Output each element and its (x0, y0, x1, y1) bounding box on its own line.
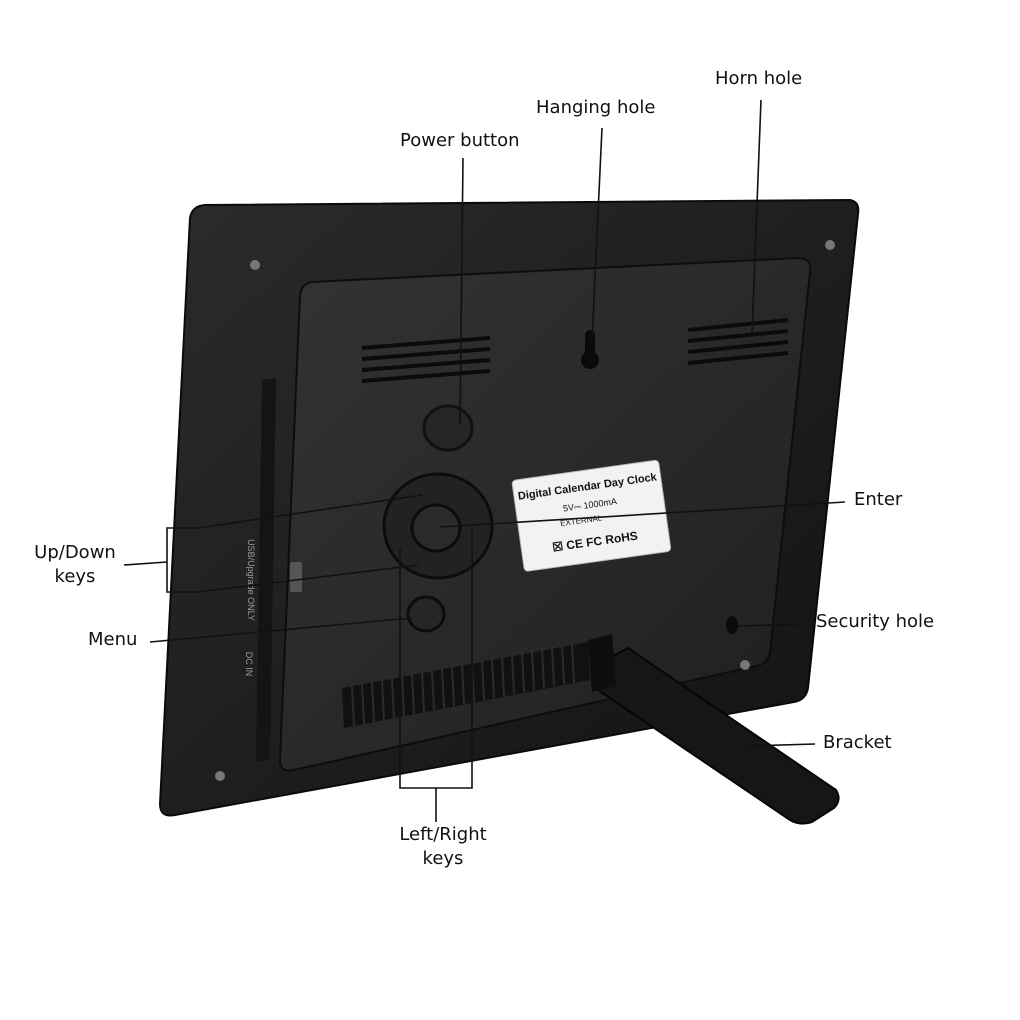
up-down-keys-line1: Up/Down (34, 542, 116, 563)
side-edge (256, 378, 276, 762)
power-button-label: Power button (400, 130, 520, 151)
left-vent (361, 336, 491, 383)
left-right-keys-line1: Left/Right (399, 824, 487, 845)
side-port-text: USB/Upgrade ONLY (246, 539, 256, 621)
left-right-keys-label: Left/Right keys (388, 823, 498, 871)
dc-in-text: DC IN (244, 652, 254, 677)
leader-lines (123, 99, 846, 822)
enter-button[interactable] (410, 503, 462, 553)
up-down-keys-label: Up/Down keys (30, 541, 120, 589)
security-hole (726, 616, 738, 634)
power-button[interactable] (422, 404, 474, 452)
menu-label: Menu (88, 629, 138, 650)
horn-hole-label: Horn hole (715, 68, 803, 89)
bracket-hinge (588, 634, 616, 692)
screw-bottom-right (740, 660, 750, 670)
bracket[interactable] (596, 646, 840, 825)
hanging-hole (581, 330, 599, 369)
bracket-label: Bracket (823, 732, 892, 753)
screw-top-right (825, 240, 835, 250)
menu-button[interactable] (406, 595, 446, 633)
screw-bottom-left (215, 771, 225, 781)
bottom-vent-slats (351, 642, 575, 727)
left-right-keys-line2: keys (422, 848, 464, 869)
hanging-hole-label: Hanging hole (536, 97, 656, 118)
up-down-keys-line2: keys (54, 566, 96, 587)
horn-vent (687, 318, 789, 365)
security-hole-label: Security hole (816, 611, 935, 632)
screw-top-left (250, 260, 260, 270)
enter-label: Enter (854, 489, 903, 510)
usb-port (290, 562, 302, 592)
rating-label: Digital Calendar Day Clock 5V⎓ 1000mA EX… (511, 459, 672, 572)
